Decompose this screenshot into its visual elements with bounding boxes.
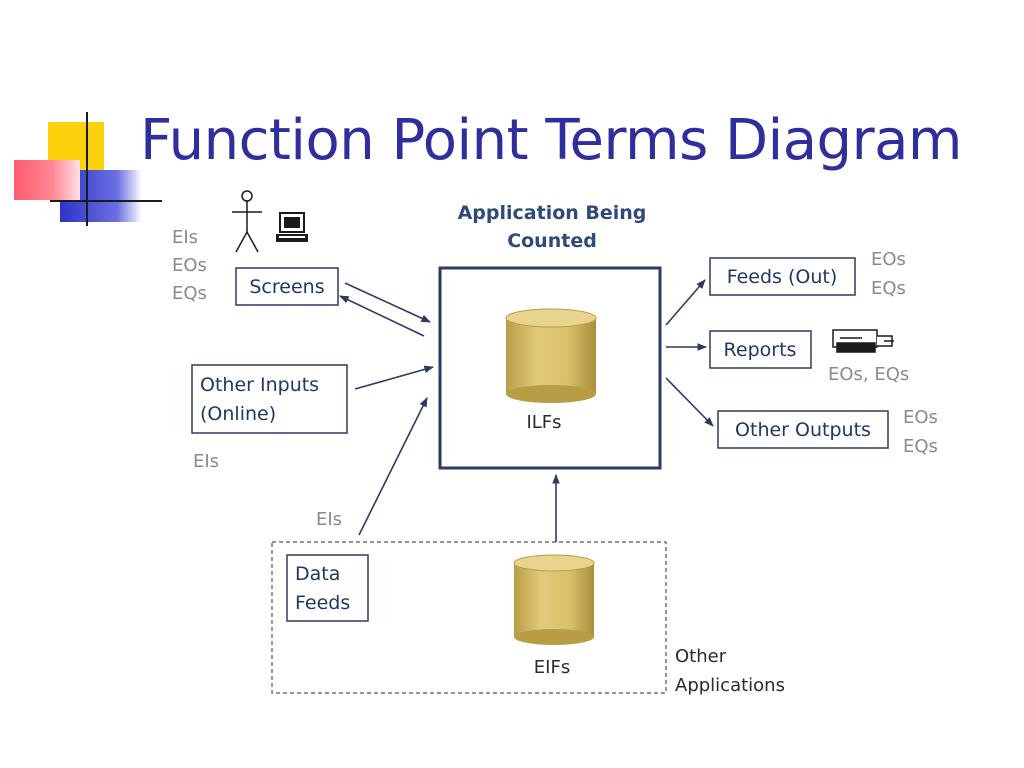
other-outputs-tag-eos: EOs [903,407,938,428]
screens-tag-eos: EOs [172,255,207,276]
feeds-out-label: Feeds (Out) [727,266,838,288]
other-outputs-tag-eqs: EQs [903,436,938,457]
other-applications-line2: Applications [675,675,785,696]
screens-tag-eis: EIs [172,227,198,248]
corner-horizontal-line [50,200,162,202]
arrow-app-to-other-outputs [665,377,714,427]
arrow-app-to-feeds-out [665,279,706,326]
data-feeds-box [286,554,369,622]
eifs-label: EIFs [534,657,570,678]
printer-icon [832,329,894,353]
screens-label: Screens [249,276,324,298]
arrow-data-feeds-to-app [358,397,428,536]
eif-database-icon [513,554,595,645]
app-heading-line1: Application Being [458,202,647,224]
other-applications-line1: Other [675,646,727,667]
slide-title: Function Point Terms Diagram [140,108,962,173]
arrow-other-inputs-to-app [354,365,434,390]
arrow-app-to-screens [339,295,425,337]
other-applications-box [271,541,667,694]
reports-box [709,330,812,369]
ilf-database-icon [505,308,597,403]
data-feeds-line1: Data [295,563,340,585]
reports-label: Reports [724,339,797,361]
arrow-screens-to-app [344,282,431,323]
stick-figure-icon [232,190,262,253]
other-outputs-label: Other Outputs [735,419,871,441]
reports-tag: EOs, EQs [828,364,909,385]
app-heading-line2: Counted [507,230,597,252]
other-inputs-box [191,364,348,434]
computer-icon [276,212,308,242]
other-inputs-line2: (Online) [200,403,276,425]
feeds-out-box [709,257,856,296]
screens-box [235,267,339,306]
feeds-out-tag-eos: EOs [871,249,906,270]
other-inputs-tag: EIs [193,451,219,472]
data-feeds-tag: EIs [316,509,342,530]
data-feeds-line2: Feeds [295,592,350,614]
ilfs-label: ILFs [526,412,561,433]
corner-red-square [14,160,80,200]
other-outputs-box [717,410,889,449]
other-inputs-line1: Other Inputs [200,374,319,396]
screens-tag-eqs: EQs [172,283,207,304]
feeds-out-tag-eqs: EQs [871,278,906,299]
corner-vertical-line [86,112,88,226]
